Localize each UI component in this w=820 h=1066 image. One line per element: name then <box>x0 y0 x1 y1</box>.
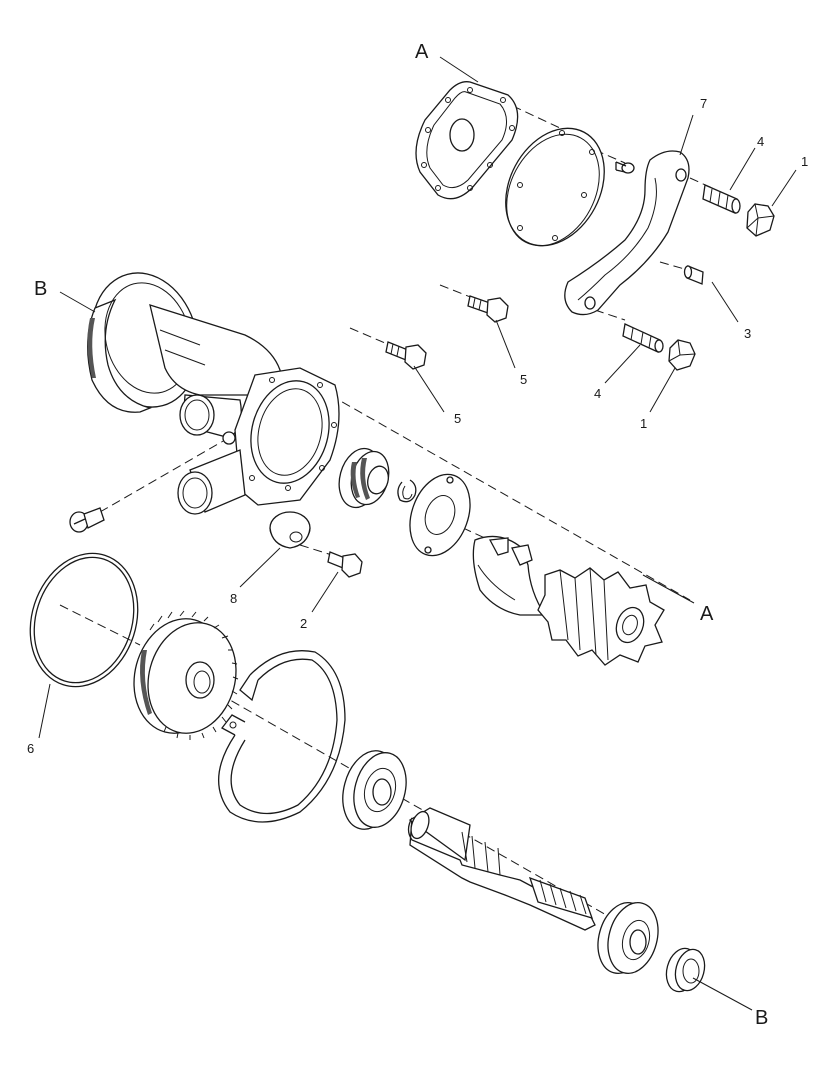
ref-a-right-label: A <box>700 603 714 625</box>
callout-1-top: 1 <box>801 154 808 169</box>
bolt-right <box>467 295 509 323</box>
nut-top <box>746 203 775 237</box>
leader-lines <box>38 56 797 1011</box>
pump-housing <box>87 272 340 515</box>
impeller <box>537 567 665 666</box>
ref-b-left-label: B <box>34 278 47 300</box>
ref-b-bottom-label: B <box>755 1007 768 1029</box>
small-screw <box>615 161 635 174</box>
callout-4-top: 4 <box>757 134 764 149</box>
cover-gasket <box>415 81 519 200</box>
bearing-upper <box>342 750 407 830</box>
callout-1-bottom: 1 <box>640 416 647 431</box>
bolt-left <box>385 341 427 370</box>
callout-5-right: 5 <box>520 372 527 387</box>
callout-7: 7 <box>700 96 707 111</box>
end-cover-plate <box>505 127 605 247</box>
bolt-short <box>327 551 363 578</box>
callout-4-bottom: 4 <box>594 386 601 401</box>
callout-6: 6 <box>27 741 34 756</box>
callout-5-left: 5 <box>454 411 461 426</box>
shaft-seal <box>338 447 390 509</box>
large-circlip <box>218 650 346 823</box>
stud-top <box>702 184 741 214</box>
spacer <box>269 511 311 549</box>
nut-bottom <box>668 339 696 371</box>
callout-3: 3 <box>744 326 751 341</box>
o-ring <box>29 552 139 688</box>
bearing-lower <box>597 902 659 974</box>
drain-screw <box>69 507 105 533</box>
wear-plate <box>409 473 471 557</box>
callout-2: 2 <box>300 616 307 631</box>
end-seal-ring <box>665 947 706 993</box>
stud-bottom <box>622 323 664 353</box>
sleeve <box>683 265 704 285</box>
ref-a-top-label: A <box>415 41 429 63</box>
cam <box>472 535 547 616</box>
callout-labels: A A B B 7 4 1 3 4 1 5 5 8 2 6 <box>27 41 808 1029</box>
callout-8: 8 <box>230 591 237 606</box>
bracket-arm <box>564 150 690 316</box>
snap-ring-small <box>397 479 417 503</box>
drive-shaft <box>407 807 596 931</box>
drive-gear <box>133 610 239 740</box>
